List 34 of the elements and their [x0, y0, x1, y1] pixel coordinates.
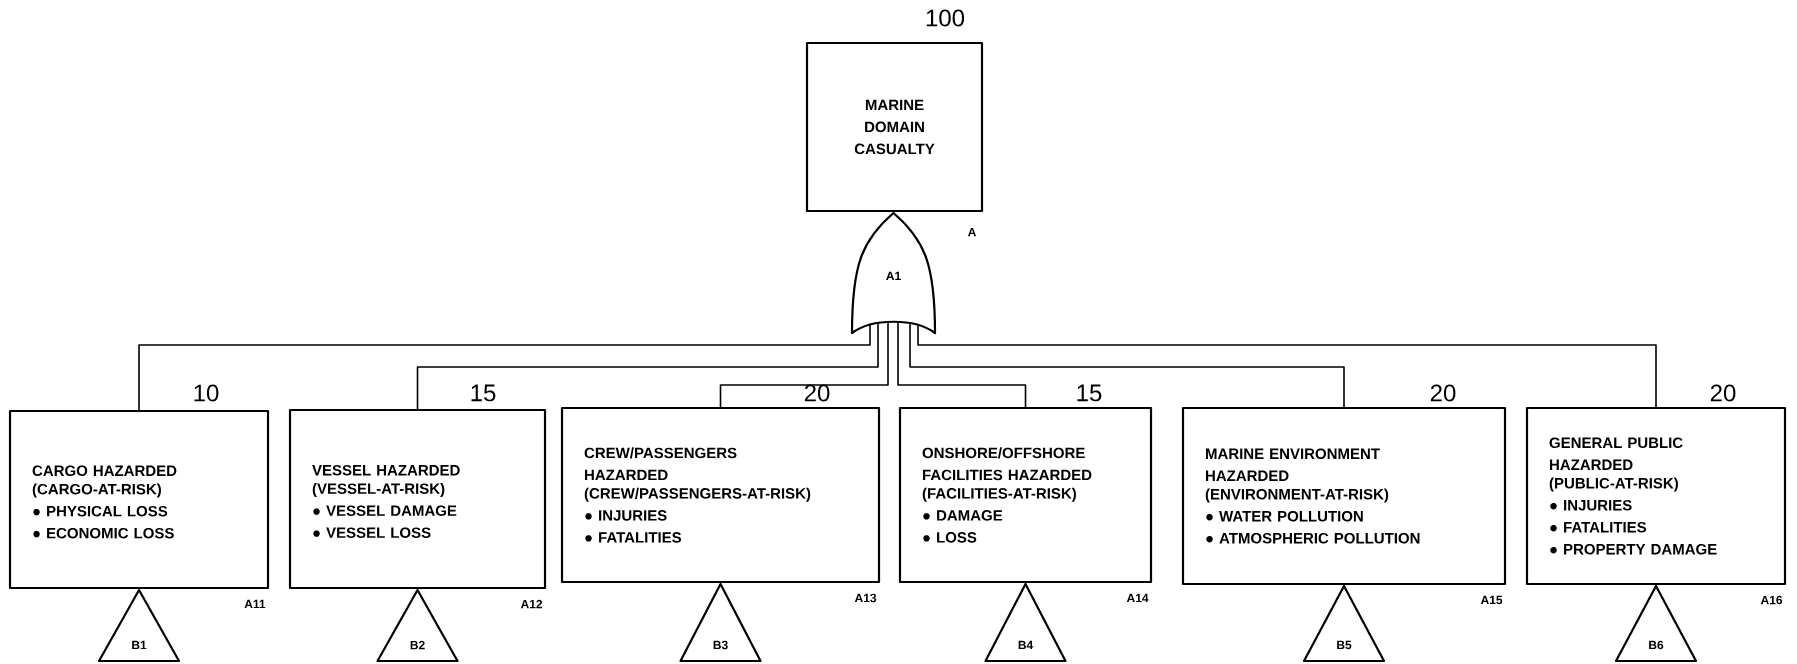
event-code: A15: [1480, 595, 1503, 605]
probability-value: 20: [804, 384, 830, 402]
event-box: CREW/PASSENGERS HAZARDED (CREW/PASSENGERS-AT-RISK) ● INJURIES ● FATALITIES: [560, 406, 881, 584]
probability-value: 100: [926, 9, 965, 27]
probability-value: 10: [194, 384, 219, 402]
probability-value: 20: [1710, 384, 1736, 402]
event-code: A16: [1760, 595, 1783, 605]
event-code: A14: [1126, 593, 1149, 603]
transfer-triangle: B1: [97, 588, 181, 663]
connector-line: [917, 324, 1657, 408]
event-code: A13: [854, 593, 877, 603]
probability-value: 15: [471, 384, 496, 402]
event-box: MARINE ENVIRONMENT HAZARDED (ENVIRONMENT-AT-RISK) ● WATER POLLUTION ● ATMOSPHERIC POLLUTION: [1181, 406, 1507, 586]
event-box: VESSEL HAZARDED (VESSEL-AT-RISK) ● VESSEL DAMAGE ● VESSEL LOSS: [288, 408, 547, 590]
probability-value: 15: [1077, 384, 1102, 402]
event-code: A11: [244, 599, 266, 609]
connector-line: [416, 322, 879, 410]
transfer-triangle: B3: [679, 582, 762, 663]
transfer-triangle: B5: [1302, 584, 1386, 663]
connector-line: [909, 322, 1345, 408]
transfer-triangle: B4: [984, 582, 1067, 663]
event-box: CARGO HAZARDED (CARGO-AT-RISK) ● PHYSICAL LOSS ● ECONOMIC LOSS: [8, 409, 270, 590]
event-code: A: [967, 227, 976, 237]
probability-value: 20: [1430, 384, 1456, 402]
event-box: ONSHORE/OFFSHORE FACILITIES HAZARDED (FACILITIES-AT-RISK) ● DAMAGE ● LOSS: [898, 406, 1153, 584]
event-box: MARINE DOMAIN CASUALTY: [805, 41, 984, 213]
transfer-triangle: B6: [1614, 584, 1698, 663]
connector-line: [897, 320, 1027, 408]
or-gate: A1: [850, 211, 937, 335]
event-code: A12: [520, 599, 543, 609]
transfer-triangle: B2: [376, 588, 459, 663]
connector-line: [719, 320, 889, 408]
connector-line: [138, 324, 871, 411]
event-box: GENERAL PUBLIC HAZARDED (PUBLIC-AT-RISK) ● INJURIES ● FATALITIES ● PROPERTY DAMAGE: [1525, 406, 1787, 586]
